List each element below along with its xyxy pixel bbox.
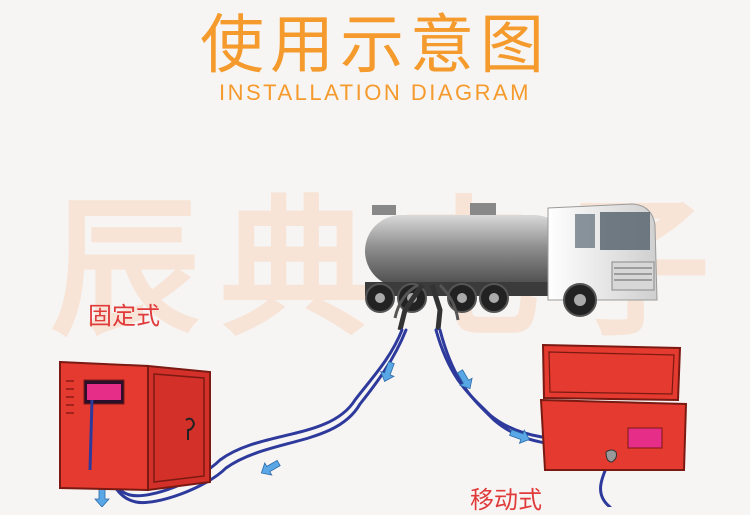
flow-arrow-icon [509,429,530,444]
flow-arrow-icon [456,369,473,390]
flow-arrows [94,361,530,507]
tanker-truck-icon [365,203,658,331]
page-title: 使用示意图 [200,9,550,83]
mobile-box-icon [539,343,688,471]
fixed-type-label: 固定式 [88,302,160,330]
page-subtitle: INSTALLATION DIAGRAM [218,80,531,105]
fixed-cabinet-icon [59,360,211,492]
flow-arrow-icon [380,361,395,382]
flow-arrow-icon [260,459,281,476]
mobile-type-label: 移动式 [470,486,542,514]
